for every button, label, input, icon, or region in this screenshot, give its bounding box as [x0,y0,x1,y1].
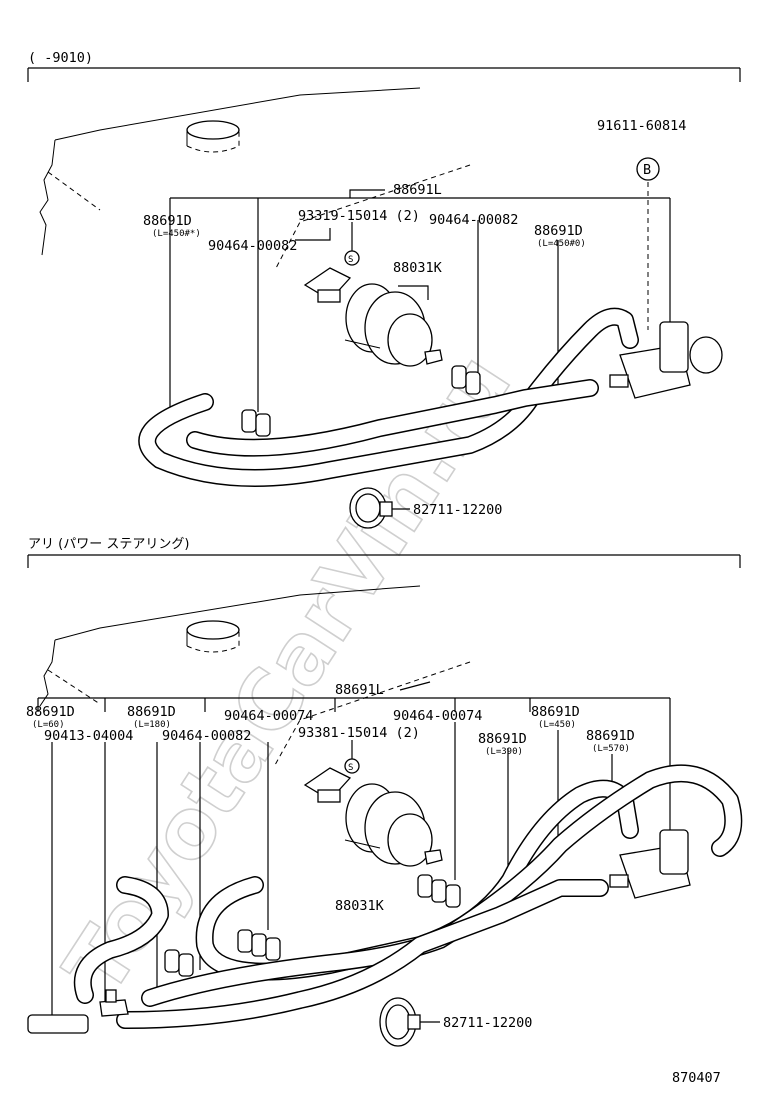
label-hose-right: 88691D [534,223,583,239]
vsv-valve-1 [609,321,723,399]
label-hose-e-len: (L=570) [592,744,630,754]
section-1-hoses [138,307,639,487]
section-2-header: アリ (パワー ステアリング) [28,537,189,552]
label-joint: 90413-04004 [44,728,133,744]
label-hose-e: 88691D [586,728,635,744]
label-bolt-ref: 91611-60814 [597,118,686,134]
section-1-ref-s: S [348,255,353,265]
label-hose-d-len: (L=390) [485,747,523,757]
engine-outline-2 [39,585,471,766]
label-hose-assy-main: 88691L [393,182,442,198]
label-hose-right-len: (L=450#0) [537,239,586,249]
label-union-bolt: 93319-15014 (2) [298,208,420,224]
section-1-header: ( -9010) [28,50,93,66]
figure-number: 870407 [672,1070,721,1086]
label-hose-a: 88691D [26,704,75,720]
clip-right-1 [451,365,481,395]
label-hose-b-len: (L=180) [133,720,171,730]
section-2: アリ (パワー ステアリング) [26,537,743,1047]
clip-mid-2 [164,949,194,977]
section-2-ref-s: S [348,763,353,773]
actuator-1: S [303,250,443,367]
ref-circle-b: B [636,157,660,181]
label-actuator-2: 88031K [335,898,385,914]
label-clip-mid: 90464-00082 [162,728,251,744]
clip-right-2 [417,874,461,908]
label-clip-left: 90464-00082 [208,238,297,254]
clamp-2 [379,997,421,1047]
label-clip-right: 90464-00082 [429,212,518,228]
joint-2 [99,989,129,1017]
label-hose-c-len: (L=450) [538,720,576,730]
engine-outline [39,87,471,271]
clip-left-1 [241,409,271,437]
section-1-leader-lines [169,182,671,510]
label-hose-left: 88691D [143,213,192,229]
clamp-1 [349,487,393,529]
vsv-valve-2 [609,829,691,899]
clip-left-2 [237,929,281,961]
section-1: ( -9010) [27,50,741,529]
label-hose-left-len: (L=450#*) [152,229,201,239]
ref-circle-b-label: B [643,162,651,178]
label-union-bolt-2: 93381-15014 (2) [298,725,420,741]
label-clamp: 82711-12200 [413,502,502,518]
label-hose-b: 88691D [127,704,176,720]
label-hose-a-len: (L=60) [32,720,65,730]
label-actuator: 88031K [393,260,443,276]
label-clamp-2: 82711-12200 [443,1015,532,1031]
label-clip-top: 90464-00074 [224,708,313,724]
section-2-hoses [27,764,743,1034]
label-hose-c: 88691D [531,704,580,720]
label-hose-assy-main-2: 88691L [335,682,384,698]
actuator-2: S [303,758,443,867]
label-hose-d: 88691D [478,731,527,747]
label-clip-top-right: 90464-00074 [393,708,482,724]
